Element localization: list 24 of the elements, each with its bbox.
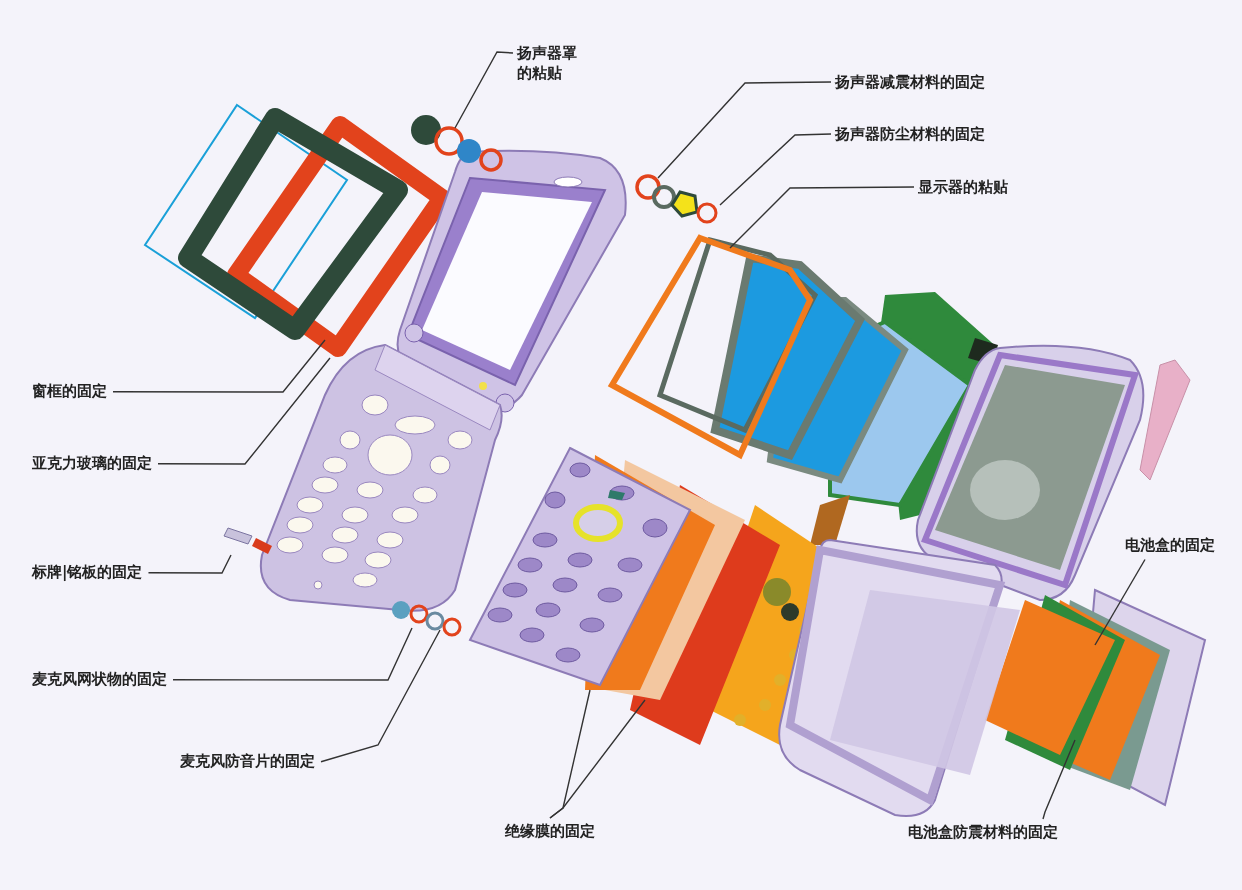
leader-line [1042, 739, 1076, 820]
part-label: 扬声器防尘材料的固定 [835, 125, 985, 145]
leader-line [112, 339, 326, 393]
leader-line [1094, 558, 1146, 646]
leader-line [320, 629, 441, 763]
leader-line [549, 699, 646, 819]
part-label: 绝缘膜的固定 [505, 822, 595, 842]
leader-line [454, 51, 514, 129]
part-label: 扬声器罩的粘贴 [517, 44, 577, 83]
part-label: 电池盒防震材料的固定 [908, 823, 1058, 843]
leader-line [729, 186, 915, 249]
part-label: 扬声器减震材料的固定 [835, 73, 985, 93]
part-label: 显示器的粘贴 [918, 178, 1008, 198]
part-label: 窗框的固定 [32, 382, 107, 402]
leader-line [719, 133, 832, 206]
part-label: 麦克风网状物的固定 [32, 670, 167, 690]
part-label: 亚克力玻璃的固定 [32, 454, 152, 474]
leader-line [147, 554, 232, 574]
leader-line [657, 81, 832, 179]
part-label: 麦克风防音片的固定 [180, 752, 315, 772]
leader-line [157, 357, 331, 465]
part-label: 电池盒的固定 [1125, 536, 1215, 556]
leader-line [172, 627, 413, 681]
part-label: 标牌|铭板的固定 [32, 563, 143, 583]
